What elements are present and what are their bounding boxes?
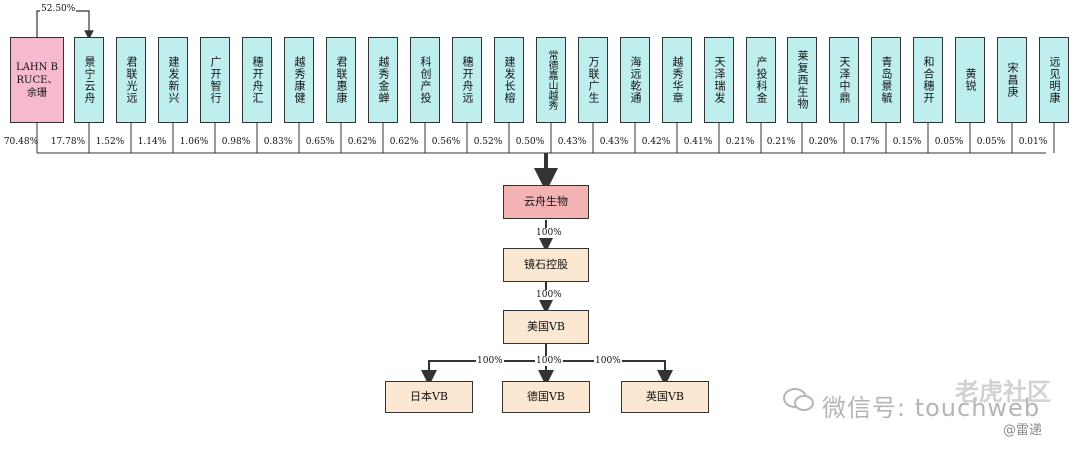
watermark-sub: @雷递	[1003, 423, 1043, 438]
company-box: 云舟生物	[503, 185, 589, 219]
shareholder-box: 越秀金蝉	[368, 37, 398, 123]
shareholder-name: 和合穗开	[922, 56, 935, 104]
subsidiary-pct-japan: 100%	[476, 356, 504, 366]
parent3-box: 美国VB	[503, 310, 589, 344]
shareholder-box: 君联光远	[116, 37, 146, 123]
shareholder-box: 科创产投	[410, 37, 440, 123]
shareholder-box: 君联惠康	[326, 37, 356, 123]
shareholder-name: 越秀华章	[671, 56, 684, 104]
shareholder-name: 海远乾通	[629, 56, 642, 104]
parent2-name: 镜石控股	[524, 258, 568, 271]
shareholder-pct: 0.50%	[515, 137, 545, 147]
subsidiary-name: 德国VB	[526, 390, 566, 403]
shareholder-name: 君联惠康	[335, 56, 348, 104]
shareholder-box: 建发新兴	[158, 37, 188, 123]
subsidiary-pct-uk: 100%	[594, 356, 622, 366]
shareholder-name: 远见明康	[1048, 56, 1061, 104]
shareholder-pct: 0.05%	[976, 137, 1006, 147]
shareholder-box: 宋昌庚	[997, 37, 1027, 123]
shareholder-name: 景宁云舟	[83, 56, 96, 104]
chain-pct-1: 100%	[535, 228, 563, 238]
shareholder-pct: 0.17%	[850, 137, 880, 147]
shareholder-pct: 0.20%	[808, 137, 838, 147]
shareholder-name: 天泽瑞发	[713, 56, 726, 104]
shareholder-pct: 0.42%	[641, 137, 671, 147]
shareholder-pct: 1.52%	[95, 137, 125, 147]
shareholder-name: 科创产投	[419, 56, 432, 104]
shareholder-pct: 1.06%	[179, 137, 209, 147]
shareholder-box: 产投科金	[746, 37, 776, 123]
watermark-overlay: 老虎社区	[955, 378, 1051, 406]
subsidiary-box-germany: 德国VB	[502, 381, 590, 413]
main-holder-box: LAHN BRUCE、余珊	[10, 37, 64, 123]
shareholder-name: 建发长榕	[503, 56, 516, 104]
shareholder-name: 万联广生	[587, 56, 600, 104]
shareholder-pct: 0.05%	[934, 137, 964, 147]
shareholder-name: 越秀金蝉	[377, 56, 390, 104]
shareholder-pct: 17.78%	[50, 137, 86, 147]
shareholder-box: 穗开舟远	[452, 37, 482, 123]
shareholder-name: 莱复西生物	[796, 50, 809, 110]
shareholder-name: 产投科金	[755, 56, 768, 104]
shareholder-box: 万联广生	[578, 37, 608, 123]
shareholder-pct: 0.65%	[305, 137, 335, 147]
shareholder-box: 景宁云舟	[74, 37, 104, 123]
shareholder-name: 青岛景毓	[880, 56, 893, 104]
subsidiary-pct-germany: 100%	[535, 356, 563, 366]
shareholder-pct: 0.43%	[599, 137, 629, 147]
shareholder-pct: 0.43%	[557, 137, 587, 147]
shareholder-pct: 0.01%	[1018, 137, 1048, 147]
shareholder-pct: 0.52%	[473, 137, 503, 147]
shareholder-box: 常德嘉山越秀	[536, 37, 566, 123]
top-loop-pct: 52.50%	[40, 4, 77, 14]
shareholder-name: 越秀康健	[293, 56, 306, 104]
shareholder-box: 越秀康健	[284, 37, 314, 123]
shareholder-pct: 0.62%	[347, 137, 377, 147]
shareholder-pct: 0.62%	[389, 137, 419, 147]
shareholder-pct: 0.83%	[263, 137, 293, 147]
subsidiary-name: 日本VB	[409, 390, 449, 403]
shareholder-name: 常德嘉山越秀	[546, 50, 557, 110]
company-name: 云舟生物	[524, 195, 568, 208]
shareholder-box: 远见明康	[1039, 37, 1069, 123]
shareholder-name: 黄锐	[964, 68, 977, 92]
shareholder-box: 黄锐	[955, 37, 985, 123]
shareholder-pct: 0.41%	[683, 137, 713, 147]
shareholder-name: 宋昌庚	[1006, 62, 1019, 98]
main-holder-name: LAHN BRUCE、余珊	[16, 61, 58, 99]
parent2-box: 镜石控股	[503, 248, 589, 282]
shareholder-box: 穗开舟汇	[242, 37, 272, 123]
subsidiary-name: 英国VB	[645, 390, 685, 403]
chain-pct-2: 100%	[535, 290, 563, 300]
shareholder-box: 越秀华章	[662, 37, 692, 123]
shareholder-box: 建发长榕	[494, 37, 524, 123]
shareholder-name: 君联光远	[125, 56, 138, 104]
shareholder-pct: 0.21%	[766, 137, 796, 147]
shareholder-box: 天泽瑞发	[704, 37, 734, 123]
shareholder-pct: 1.14%	[137, 137, 167, 147]
watermark-main: 微信号: touchweb	[822, 394, 1041, 422]
shareholder-box: 青岛景毓	[871, 37, 901, 123]
shareholder-name: 广开智行	[209, 56, 222, 104]
main-holder-pct: 70.48%	[3, 137, 39, 147]
shareholder-box: 海远乾通	[620, 37, 650, 123]
shareholder-pct: 0.98%	[221, 137, 251, 147]
shareholder-pct: 0.56%	[431, 137, 461, 147]
subsidiary-box-japan: 日本VB	[385, 381, 473, 413]
wechat-icon	[783, 388, 814, 411]
parent3-name: 美国VB	[526, 320, 566, 333]
shareholder-box: 天泽中鼎	[829, 37, 859, 123]
shareholder-name: 建发新兴	[167, 56, 180, 104]
shareholder-box: 莱复西生物	[787, 37, 817, 123]
shareholder-name: 穗开舟远	[461, 56, 474, 104]
subsidiary-box-uk: 英国VB	[621, 381, 709, 413]
shareholder-name: 穗开舟汇	[251, 56, 264, 104]
shareholder-pct: 0.21%	[725, 137, 755, 147]
shareholder-box: 广开智行	[200, 37, 230, 123]
shareholder-box: 和合穗开	[913, 37, 943, 123]
shareholder-pct: 0.15%	[892, 137, 922, 147]
shareholder-name: 天泽中鼎	[838, 56, 851, 104]
loop-line	[36, 10, 94, 40]
